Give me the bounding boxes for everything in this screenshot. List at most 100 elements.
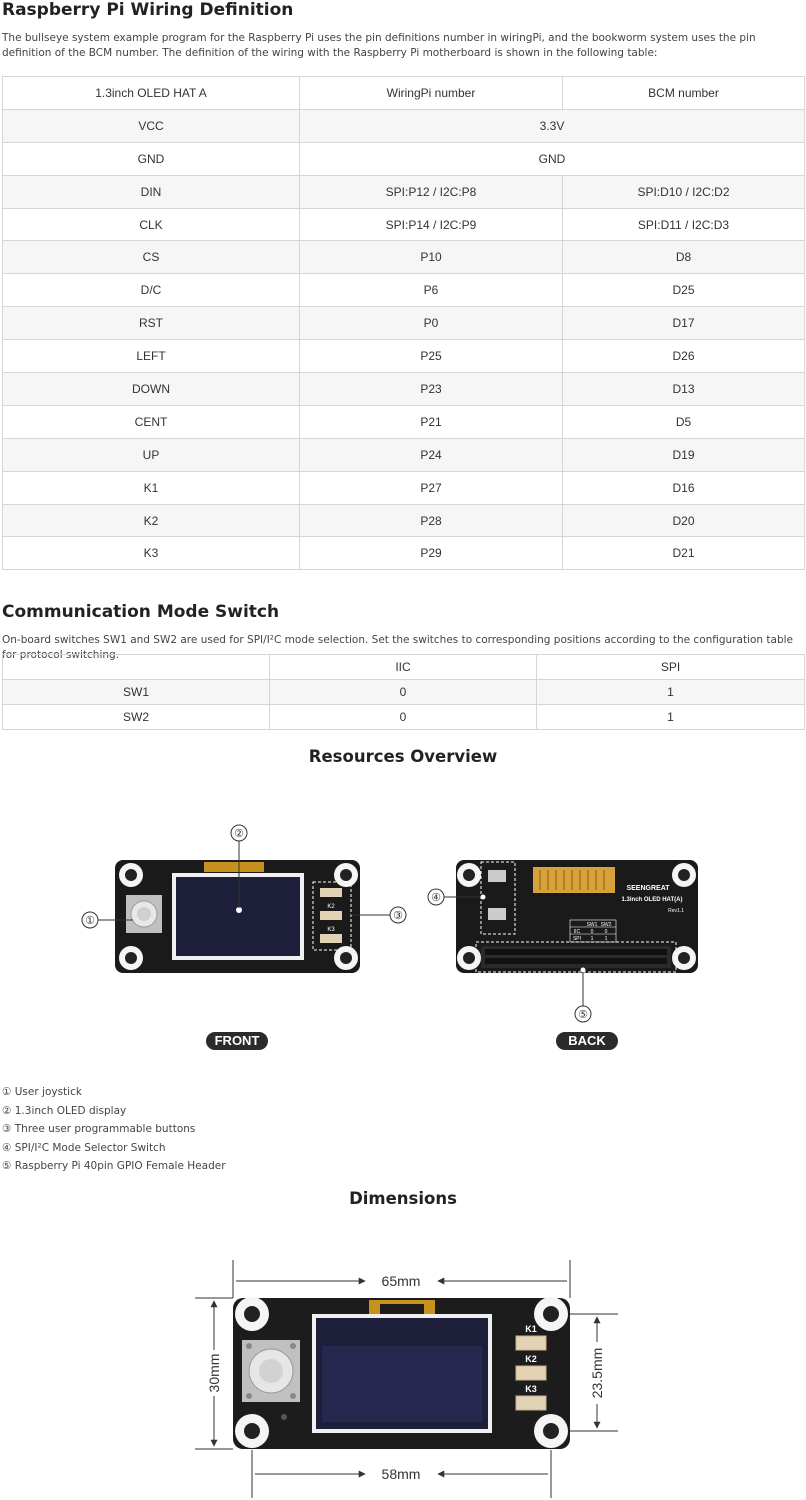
pin-cell: UP bbox=[2, 437, 300, 472]
table-row: SW1 0 1 bbox=[2, 679, 805, 705]
oled-display-icon bbox=[172, 873, 304, 960]
pin-cell: K1 bbox=[2, 470, 300, 505]
spi-cell: 1 bbox=[536, 704, 805, 730]
dim-k2-label: K2 bbox=[525, 1354, 537, 1364]
bcm-cell: D21 bbox=[562, 536, 805, 571]
bcm-cell: SPI:D10 / I2C:D2 bbox=[562, 174, 805, 209]
bcm-cell: D25 bbox=[562, 273, 805, 308]
wiringpi-cell: P23 bbox=[299, 372, 563, 406]
pin-cell: VCC bbox=[2, 108, 300, 143]
wiringpi-cell: P29 bbox=[299, 536, 563, 571]
iic-cell: 0 bbox=[269, 679, 537, 705]
bcm-cell: D5 bbox=[562, 404, 805, 439]
table-header-row: IIC SPI bbox=[2, 654, 805, 680]
pin-cell: RST bbox=[2, 306, 300, 341]
dimensions-title: Dimensions bbox=[349, 1189, 457, 1208]
wiringpi-cell: P6 bbox=[299, 273, 563, 308]
wiringpi-cell: P25 bbox=[299, 339, 563, 374]
mini-iic-sw1: 0 bbox=[591, 929, 594, 935]
bcm-cell: D19 bbox=[562, 437, 805, 472]
rev-label: Rev1.1 bbox=[668, 908, 684, 914]
bcm-cell: D26 bbox=[562, 339, 805, 374]
list-item: ④ SPI/I²C Mode Selector Switch bbox=[2, 1141, 166, 1154]
brand-label: SEENGREAT bbox=[626, 885, 670, 892]
wiring-title: Raspberry Pi Wiring Definition bbox=[2, 0, 294, 20]
front-label: FRONT bbox=[206, 1032, 268, 1050]
table-row: CS P10 D8 bbox=[2, 240, 805, 275]
wiringpi-cell: P24 bbox=[299, 437, 563, 472]
width-holes-label: 58mm bbox=[382, 1466, 421, 1482]
mini-iic-sw2: 0 bbox=[605, 929, 608, 935]
back-board: SEENGREAT 1.3inch OLED HAT(A) Rev1.1 SW1… bbox=[456, 860, 698, 973]
comm-title: Communication Mode Switch bbox=[2, 602, 280, 622]
front-k2-label: K2 bbox=[327, 904, 335, 910]
wiringpi-cell: P27 bbox=[299, 470, 563, 505]
mini-spi-sw1: 1 bbox=[591, 936, 594, 942]
list-item: ② 1.3inch OLED display bbox=[2, 1104, 127, 1117]
dimensions-diagram: K1 K2 K3 65mm 58mm 30mm 23.5mm bbox=[195, 1260, 618, 1498]
mini-spi: SPI bbox=[573, 936, 581, 942]
header-cell: IIC bbox=[269, 654, 537, 680]
pin-cell: DOWN bbox=[2, 372, 300, 406]
table-row: K2 P28 D20 bbox=[2, 503, 805, 538]
merged-cell: 3.3V bbox=[299, 108, 805, 143]
table-row: SW2 0 1 bbox=[2, 704, 805, 730]
back-label: BACK bbox=[556, 1032, 618, 1050]
resources-list: ① User joystick ② 1.3inch OLED display ③… bbox=[2, 1083, 226, 1176]
spi-cell: 1 bbox=[536, 679, 805, 705]
merged-cell: GND bbox=[299, 141, 805, 176]
callout-1-label: ① bbox=[85, 915, 95, 927]
gpio-header-icon bbox=[475, 941, 677, 973]
callout-2-label: ② bbox=[234, 828, 244, 840]
header-cell: BCM number bbox=[562, 76, 805, 110]
table-row: UP P24 D19 bbox=[2, 437, 805, 472]
mini-sw2: SW2 bbox=[601, 922, 612, 928]
wiring-description: The bullseye system example program for … bbox=[2, 32, 756, 59]
table-row: RST P0 D17 bbox=[2, 306, 805, 341]
table-row: D/C P6 D25 bbox=[2, 273, 805, 308]
bcm-cell: D8 bbox=[562, 240, 805, 275]
list-item: ① User joystick bbox=[2, 1086, 82, 1098]
pin-cell: CENT bbox=[2, 404, 300, 439]
mini-spi-sw2: 1 bbox=[605, 936, 608, 942]
comm-table: IIC SPI SW1 0 1 SW2 0 1 bbox=[2, 654, 805, 730]
mini-iic: IIC bbox=[574, 929, 581, 935]
header-cell bbox=[2, 654, 270, 680]
pin-cell: K2 bbox=[2, 503, 300, 538]
front-board: K2 K3 bbox=[115, 860, 360, 973]
pin-cell: K3 bbox=[2, 536, 300, 571]
height-holes-label: 23.5mm bbox=[589, 1348, 605, 1399]
table-row: CLK SPI:P14 / I2C:P9 SPI:D11 / I2C:D3 bbox=[2, 207, 805, 242]
pin-cell: CS bbox=[2, 240, 300, 275]
table-row: K1 P27 D16 bbox=[2, 470, 805, 505]
wiringpi-cell: SPI:P12 / I2C:P8 bbox=[299, 174, 563, 209]
bcm-cell: D16 bbox=[562, 470, 805, 505]
joystick-icon bbox=[242, 1340, 300, 1402]
bcm-cell: D20 bbox=[562, 503, 805, 538]
pin-cell: GND bbox=[2, 141, 300, 176]
height-total-label: 30mm bbox=[206, 1354, 222, 1393]
resources-diagram: K2 K3 ② ① ③ SEENGREAT bbox=[81, 824, 698, 1023]
table-row: DOWN P23 D13 bbox=[2, 372, 805, 406]
table-row: GND GND bbox=[2, 141, 805, 176]
dim-k1-label: K1 bbox=[525, 1324, 537, 1334]
list-item: ③ Three user programmable buttons bbox=[2, 1123, 196, 1135]
wiringpi-cell: P28 bbox=[299, 503, 563, 538]
callout-4-label: ④ bbox=[431, 892, 441, 904]
wiring-table: 1.3inch OLED HAT A WiringPi number BCM n… bbox=[2, 76, 805, 571]
header-cell: 1.3inch OLED HAT A bbox=[2, 76, 300, 110]
table-row: LEFT P25 D26 bbox=[2, 339, 805, 374]
resources-title: Resources Overview bbox=[308, 747, 498, 766]
header-cell: SPI bbox=[536, 654, 805, 680]
dimension-board: K1 K2 K3 bbox=[233, 1297, 570, 1449]
table-row: DIN SPI:P12 / I2C:P8 SPI:D10 / I2C:D2 bbox=[2, 174, 805, 209]
switch-cell: SW2 bbox=[2, 704, 270, 730]
table-row: VCC 3.3V bbox=[2, 108, 805, 143]
joystick-icon bbox=[126, 895, 162, 933]
pin-cell: CLK bbox=[2, 207, 300, 242]
iic-cell: 0 bbox=[269, 704, 537, 730]
list-item: ⑤ Raspberry Pi 40pin GPIO Female Header bbox=[2, 1160, 226, 1172]
table-row: K3 P29 D21 bbox=[2, 536, 805, 571]
bcm-cell: D13 bbox=[562, 372, 805, 406]
pin-cell: LEFT bbox=[2, 339, 300, 374]
